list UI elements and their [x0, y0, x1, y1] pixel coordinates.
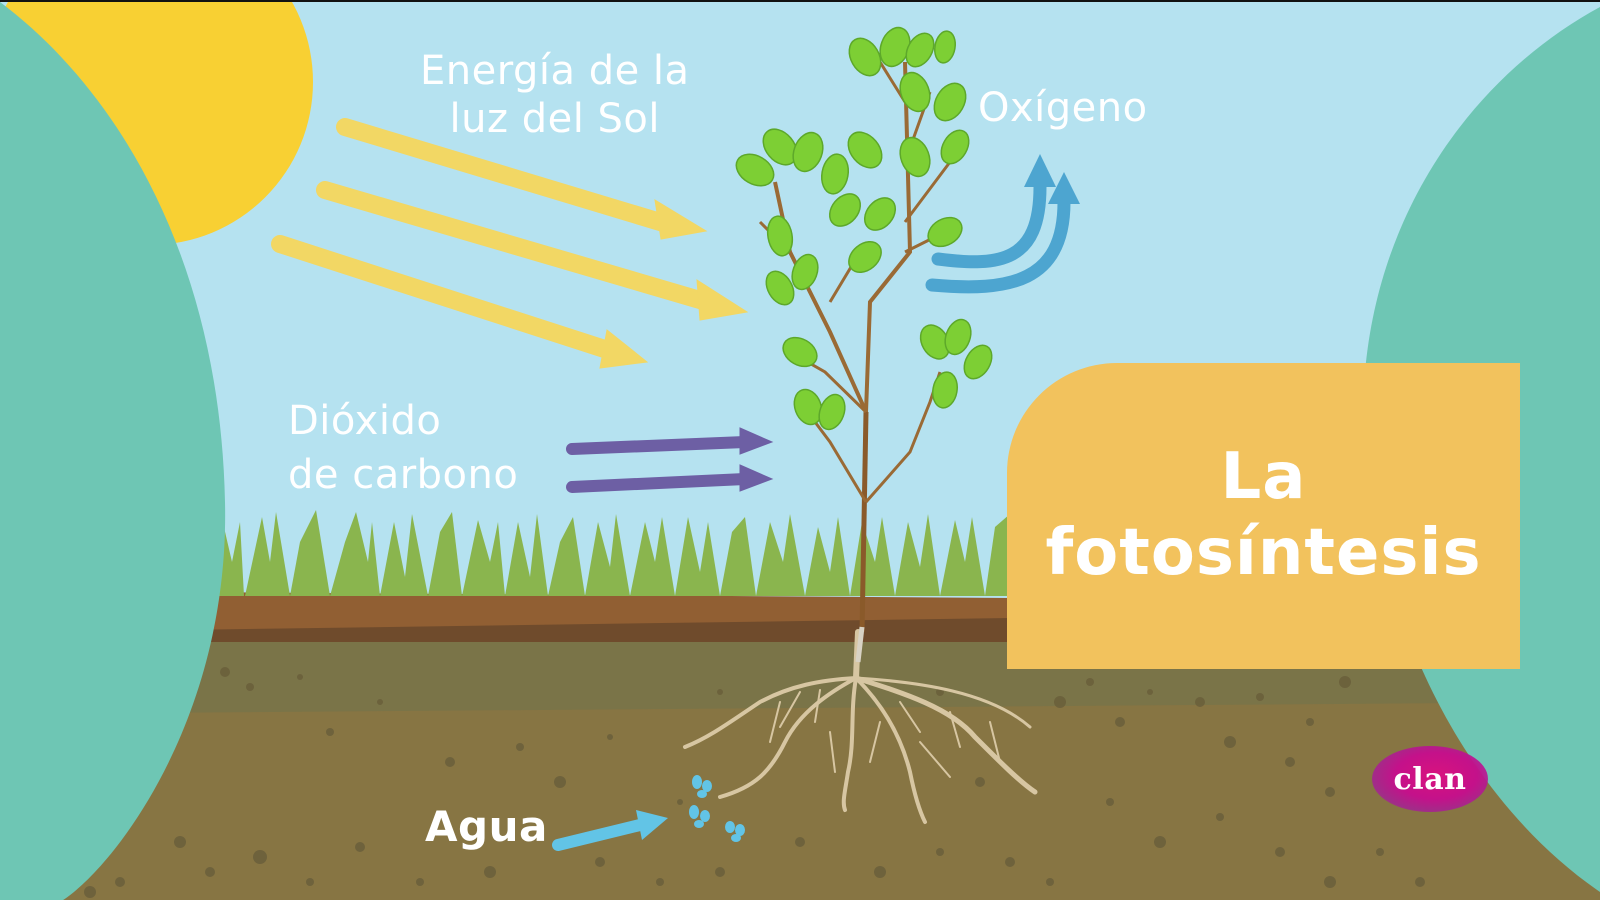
light-energy-label-line2: luz del Sol [449, 96, 661, 142]
oxygen-label: Oxígeno [978, 85, 1148, 131]
yellow-arrow-icon [271, 118, 749, 369]
light-blue-arrow-icon [552, 810, 668, 851]
light-energy-label: Energía de la luz del Sol [420, 47, 690, 143]
left-teal-panel [0, 2, 226, 900]
clan-logo-text: clan [1393, 761, 1467, 797]
oxygen-arrowheads [1024, 154, 1080, 204]
blue-curved-arrow-icon [925, 180, 1071, 294]
carbon-dioxide-label: Dióxido de carbono [288, 394, 518, 502]
clan-logo: clan [1372, 746, 1488, 812]
title-line-2: fotosíntesis [1045, 516, 1482, 590]
grass [205, 510, 1010, 596]
soil [0, 592, 1600, 900]
title-card: La fotosíntesis [1007, 363, 1520, 669]
carbon-dioxide-label-line2: de carbono [288, 452, 519, 498]
light-energy-label-line1: Energía de la [420, 48, 690, 94]
title-line-1: La [1220, 440, 1307, 515]
carbon-dioxide-label-line1: Dióxido [288, 398, 442, 444]
roots [683, 629, 1038, 824]
water-label: Agua [425, 802, 548, 851]
water-drop-icon [689, 775, 745, 842]
soil-specks [84, 667, 1425, 898]
leaves [735, 26, 993, 431]
purple-arrow-icon [566, 427, 774, 493]
